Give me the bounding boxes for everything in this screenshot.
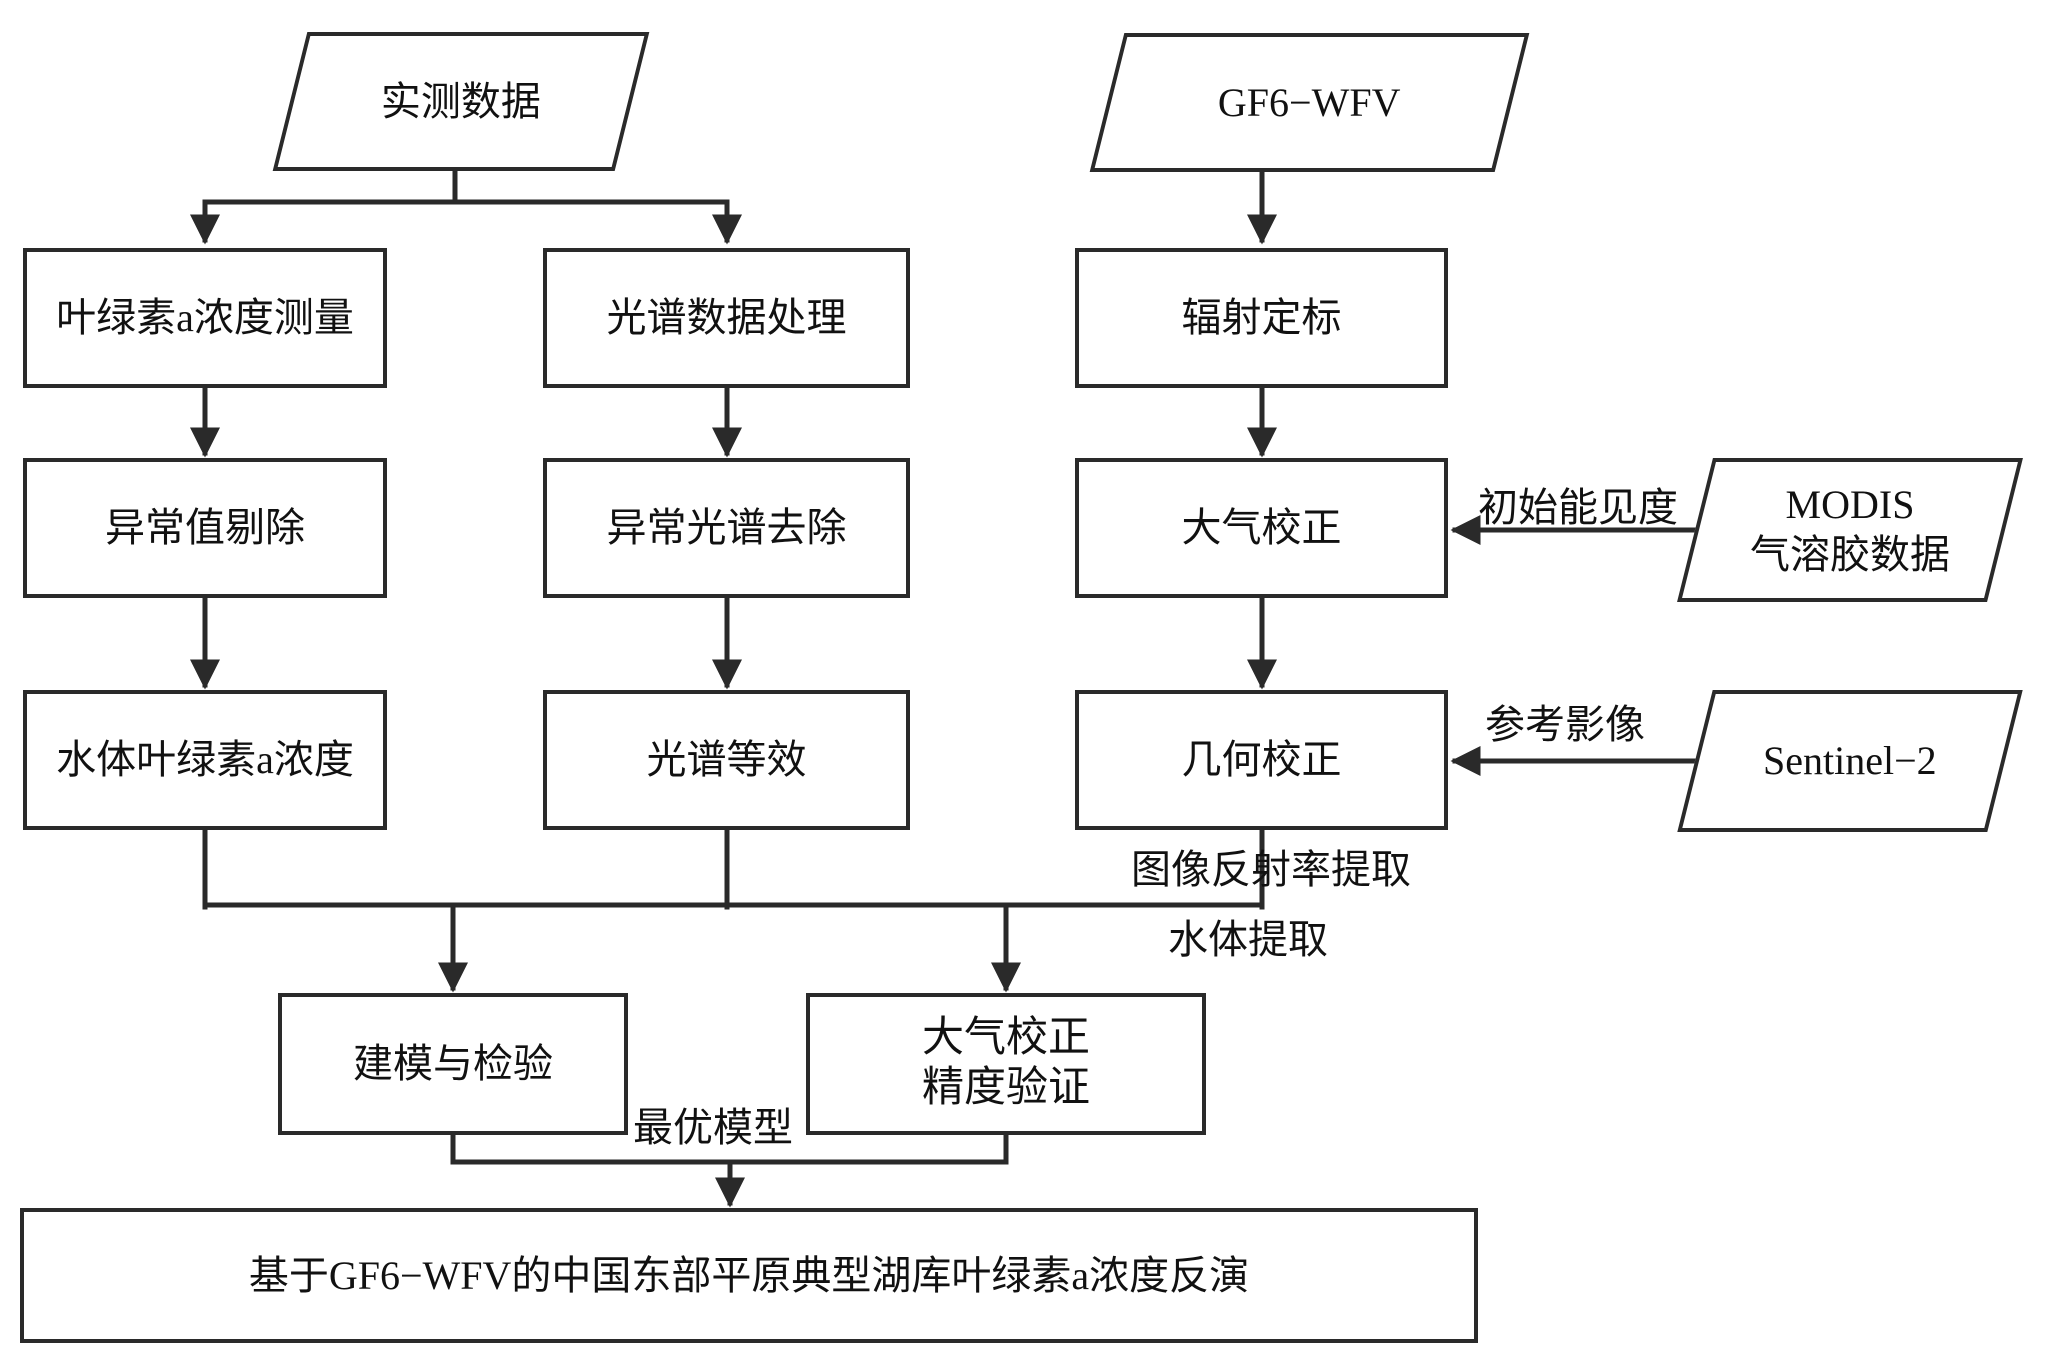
node-spectral-processing: 光谱数据处理: [543, 248, 910, 388]
node-atmospheric-correction: 大气校正: [1075, 458, 1448, 598]
edge-label-optimal-model: 最优模型: [633, 1105, 793, 1150]
node-modis-aerosol: MODIS 气溶胶数据: [1677, 458, 2023, 602]
node-geometric-correction: 几何校正: [1075, 690, 1448, 830]
node-modeling-validation: 建模与检验: [278, 993, 628, 1135]
node-abnormal-spectra-removal-label: 异常光谱去除: [606, 505, 847, 551]
node-water-chla: 水体叶绿素a浓度: [23, 690, 387, 830]
node-outlier-removal: 异常值剔除: [23, 458, 387, 598]
node-abnormal-spectra-removal: 异常光谱去除: [543, 458, 910, 598]
node-modeling-validation-label: 建模与检验: [353, 1041, 553, 1087]
edge-label-image-reflectance-extraction: 图像反射率提取: [1131, 847, 1411, 892]
node-radiometric-calibration: 辐射定标: [1075, 248, 1448, 388]
node-ac-accuracy-validation: 大气校正 精度验证: [806, 993, 1206, 1135]
node-measured-data: 实测数据: [272, 32, 650, 171]
edge-label-initial-visibility: 初始能见度: [1478, 485, 1678, 530]
node-gf6-wfv-label: GF6−WFV: [1218, 79, 1401, 125]
node-geometric-correction-label: 几何校正: [1181, 737, 1342, 783]
node-sentinel2: Sentinel−2: [1677, 690, 2023, 832]
node-spectral-processing-label: 光谱数据处理: [606, 295, 847, 341]
edge-label-water-extraction: 水体提取: [1168, 917, 1328, 962]
node-final-result-label: 基于GF6−WFV的中国东部平原典型湖库叶绿素a浓度反演: [248, 1252, 1250, 1298]
node-outlier-removal-label: 异常值剔除: [105, 505, 305, 551]
node-water-chla-label: 水体叶绿素a浓度: [56, 737, 354, 783]
ac-accuracy-line1: 大气校正: [921, 1015, 1090, 1062]
node-gf6-wfv: GF6−WFV: [1089, 33, 1530, 172]
node-chla-measurement: 叶绿素a浓度测量: [23, 248, 387, 388]
node-measured-data-label: 实测数据: [381, 78, 541, 124]
ac-accuracy-line2: 精度验证: [921, 1065, 1090, 1111]
node-chla-measurement-label: 叶绿素a浓度测量: [56, 295, 354, 341]
modis-line1: MODIS: [1785, 482, 1915, 527]
node-spectral-equivalence-label: 光谱等效: [646, 737, 807, 783]
node-spectral-equivalence: 光谱等效: [543, 690, 910, 830]
modis-line2: 气溶胶数据: [1750, 532, 1950, 577]
edge-label-reference-image: 参考影像: [1485, 702, 1645, 747]
node-modis-aerosol-label: MODIS 气溶胶数据: [1750, 480, 1950, 580]
node-sentinel2-label: Sentinel−2: [1763, 738, 1937, 783]
node-final-result: 基于GF6−WFV的中国东部平原典型湖库叶绿素a浓度反演: [20, 1208, 1478, 1343]
node-radiometric-calibration-label: 辐射定标: [1181, 295, 1342, 341]
node-atmospheric-correction-label: 大气校正: [1181, 505, 1342, 551]
